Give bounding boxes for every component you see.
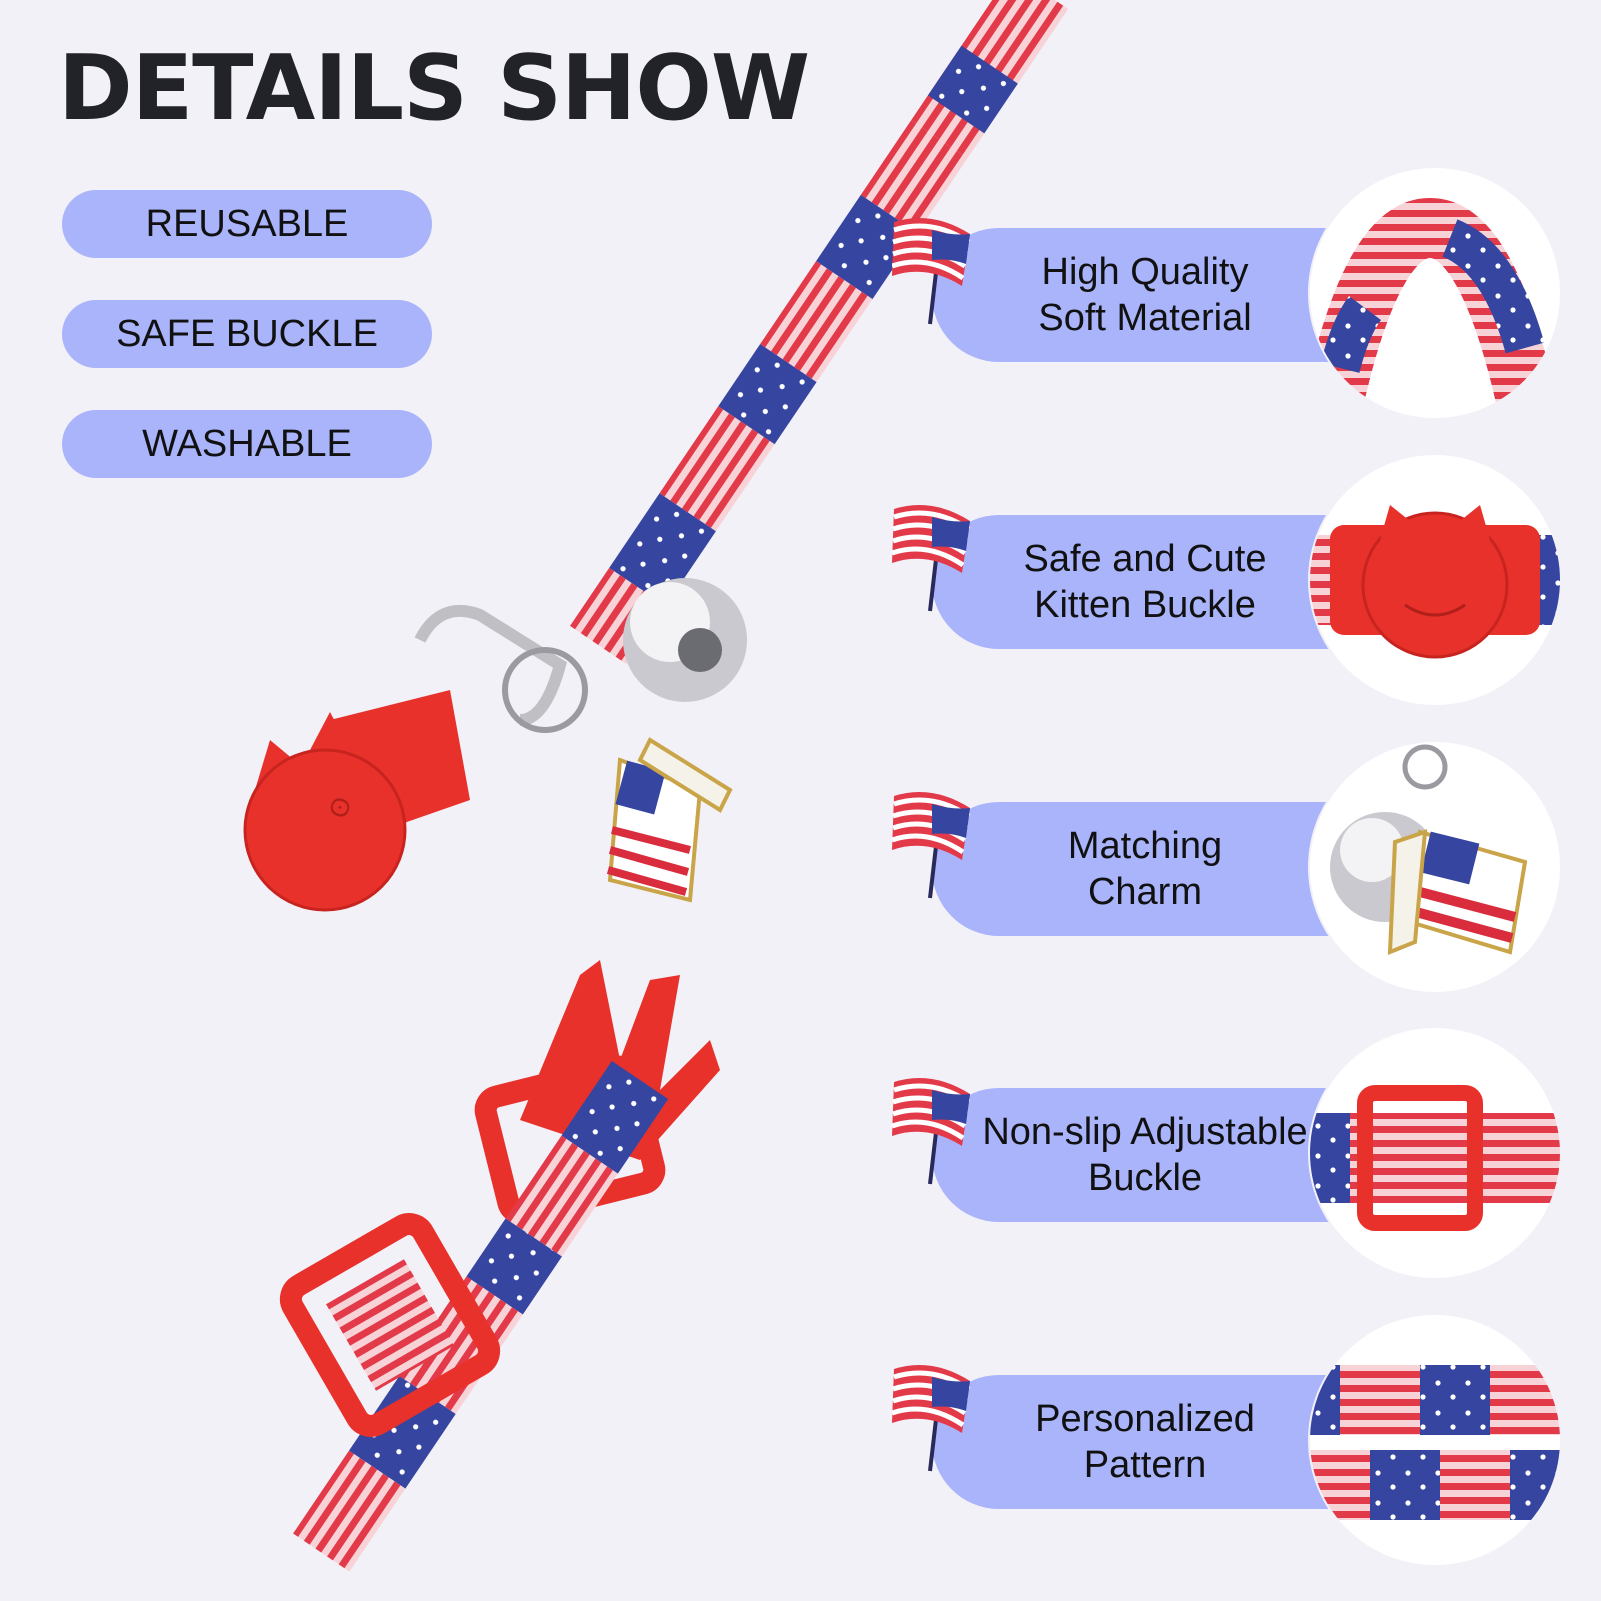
feature-line1: Safe and Cute [1023, 538, 1267, 580]
feature-matching-charm: Matching Charm [892, 742, 1580, 992]
feature-label: Non-slip Adjustable Buckle [960, 1088, 1330, 1222]
tag-reusable: REUSABLE [62, 190, 432, 258]
d-ring [414, 605, 567, 726]
us-flag-icon [892, 505, 971, 612]
feature-line2: Kitten Buckle [1034, 584, 1256, 626]
tag-label: SAFE BUCKLE [116, 312, 378, 355]
feature-kitten-buckle: Safe and Cute Kitten Buckle [892, 455, 1580, 705]
us-flag-icon [892, 1365, 971, 1472]
feature-line2: Soft Material [1038, 297, 1252, 339]
kitten-buckle-icon: ʘ [243, 690, 470, 912]
feature-pill [932, 228, 1352, 362]
page-title: DETAILS SHOW [58, 36, 810, 141]
feature-image-kitten-buckle [1310, 455, 1560, 705]
feature-soft-material: High Quality Soft Material [892, 168, 1580, 418]
bell-icon [502, 578, 747, 733]
feature-image-charm [1310, 742, 1560, 992]
feature-pill [932, 1088, 1352, 1222]
feature-line2: Buckle [1087, 1157, 1203, 1199]
adjustable-slider [279, 1213, 501, 1437]
us-flag-icon [892, 1078, 971, 1185]
lower-strap [293, 1060, 669, 1572]
feature-pill [932, 515, 1352, 649]
us-flag-icon [892, 218, 971, 325]
feature-line1: Non-slip Adjustable [982, 1111, 1308, 1153]
feature-line2: Pattern [1083, 1444, 1207, 1486]
us-flag-icon [892, 792, 971, 899]
tag-label: WASHABLE [142, 422, 352, 465]
feature-label: Safe and Cute Kitten Buckle [960, 515, 1330, 649]
flag-charm-icon [606, 737, 733, 903]
feature-label: Matching Charm [960, 802, 1330, 936]
feature-line2: Charm [1087, 871, 1202, 913]
feature-label: Personalized Pattern [960, 1375, 1330, 1509]
feature-pill [932, 1375, 1352, 1509]
feature-pattern: Personalized Pattern [892, 1315, 1580, 1565]
tag-label: REUSABLE [145, 202, 349, 245]
feature-image-strap [1310, 168, 1560, 418]
feature-line1: High Quality [1041, 251, 1249, 293]
tag-washable: WASHABLE [62, 410, 432, 478]
feature-image-slider [1310, 1028, 1560, 1278]
feature-pill [932, 802, 1352, 936]
feature-image-pattern [1310, 1315, 1560, 1565]
feature-label: High Quality Soft Material [960, 228, 1330, 362]
feature-line1: Matching [1067, 825, 1223, 867]
feature-line1: Personalized [1035, 1398, 1255, 1440]
tag-safe-buckle: SAFE BUCKLE [62, 300, 432, 368]
feature-adjustable-buckle: Non-slip Adjustable Buckle [892, 1028, 1580, 1278]
